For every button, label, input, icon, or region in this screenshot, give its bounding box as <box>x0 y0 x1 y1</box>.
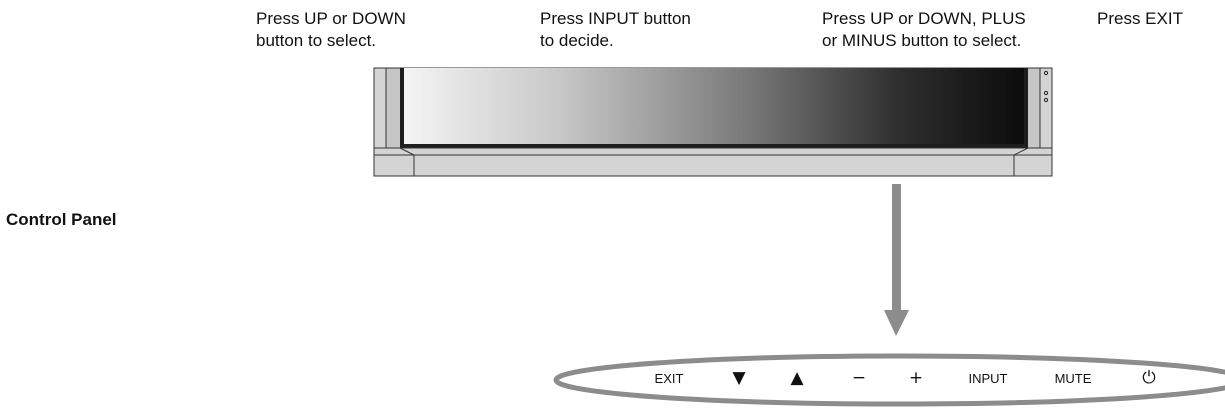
indicator-dot <box>1043 97 1049 103</box>
minus-icon[interactable]: − <box>851 368 867 388</box>
power-icon[interactable]: ⏻ <box>1142 368 1156 388</box>
control-panel-outline <box>553 353 1225 407</box>
instruction-adjust-plus-minus: Press UP or DOWN, PLUS or MINUS button t… <box>822 9 1026 50</box>
monitor-frame <box>373 67 1053 177</box>
instruction-select-up-down: Press UP or DOWN button to select. <box>256 9 406 50</box>
pointer-arrow <box>884 184 909 336</box>
down-triangle-icon[interactable]: ▼ <box>732 368 746 388</box>
up-triangle-icon[interactable]: ▲ <box>790 368 804 388</box>
monitor-screen <box>404 68 1024 144</box>
indicator-dot <box>1043 90 1049 96</box>
monitor-bezel-bottom <box>413 154 1015 177</box>
control-panel-heading: Control Panel <box>6 210 117 229</box>
input-button[interactable]: INPUT <box>968 371 1008 386</box>
plus-icon[interactable]: + <box>908 368 924 388</box>
indicator-dot <box>1043 70 1049 76</box>
mute-button[interactable]: MUTE <box>1054 371 1092 386</box>
exit-button[interactable]: EXIT <box>654 371 684 386</box>
instruction-input-decide: Press INPUT button to decide. <box>540 9 691 50</box>
instruction-exit: Press EXIT <box>1097 9 1183 28</box>
